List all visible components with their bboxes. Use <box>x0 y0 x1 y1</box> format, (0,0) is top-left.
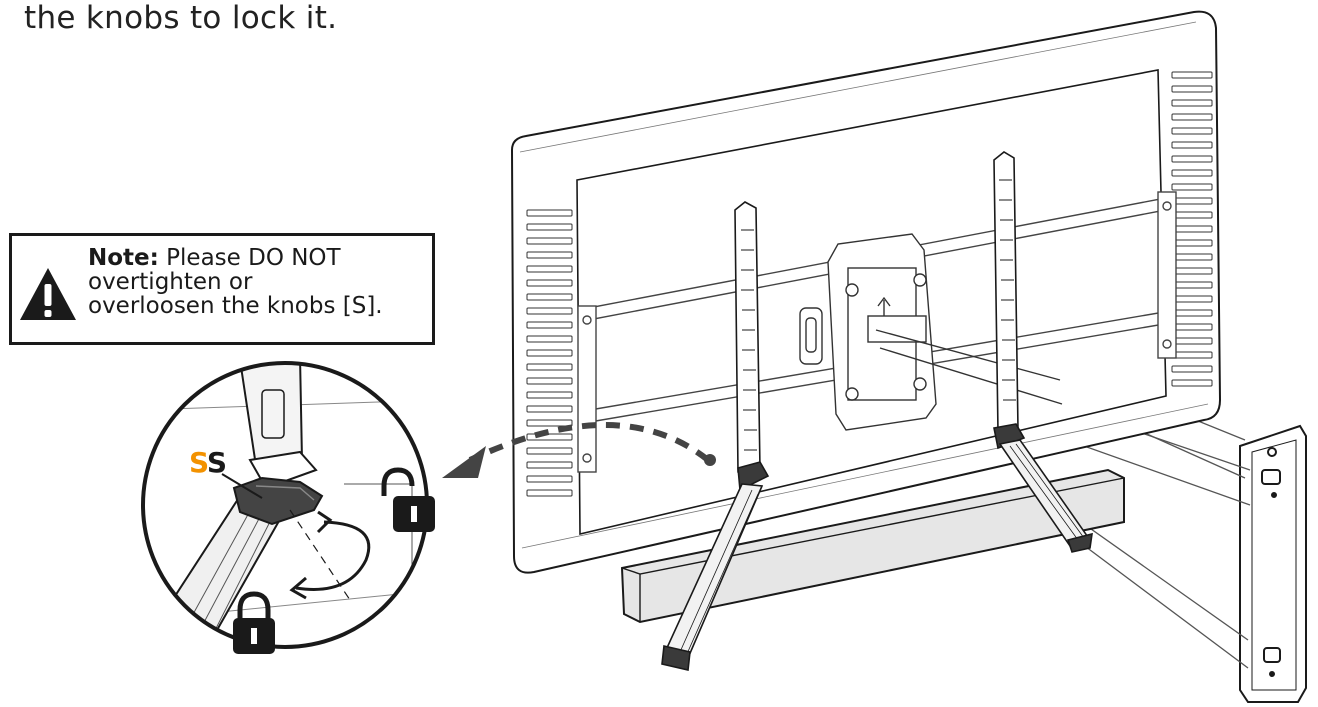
tv-vent-left <box>526 209 573 497</box>
tv-vent-right <box>1171 71 1213 387</box>
warning-icon <box>20 268 76 320</box>
knob-pointer-line <box>221 473 263 499</box>
unlock-icon <box>381 467 435 532</box>
dashed-arrow-icon <box>442 422 716 478</box>
center-bracket <box>799 233 1063 431</box>
rotate-arrow-icon <box>289 510 371 600</box>
note-label: Note: <box>88 245 159 271</box>
lock-icon <box>233 591 275 654</box>
note-box: Note: Please DO NOT overtighten or overl… <box>9 233 435 345</box>
knob-label-highlight: S <box>189 446 208 479</box>
instruction-text: the knobs to lock it. <box>24 0 338 36</box>
note-line-3: overloosen the knobs [S]. <box>88 293 383 319</box>
wall-plate <box>1239 424 1307 703</box>
note-line-2: overtighten or <box>88 269 253 295</box>
knob-label-text: S <box>206 446 227 479</box>
knob-label: SS <box>189 446 227 479</box>
bracket-arm-right <box>993 151 1093 553</box>
note-text: Note: Please DO NOT overtighten or overl… <box>88 246 383 318</box>
soundbar <box>620 468 1125 624</box>
note-line-1: Please DO NOT <box>166 245 341 271</box>
bracket-arm-left <box>661 201 770 671</box>
mount-rail <box>577 191 1177 473</box>
